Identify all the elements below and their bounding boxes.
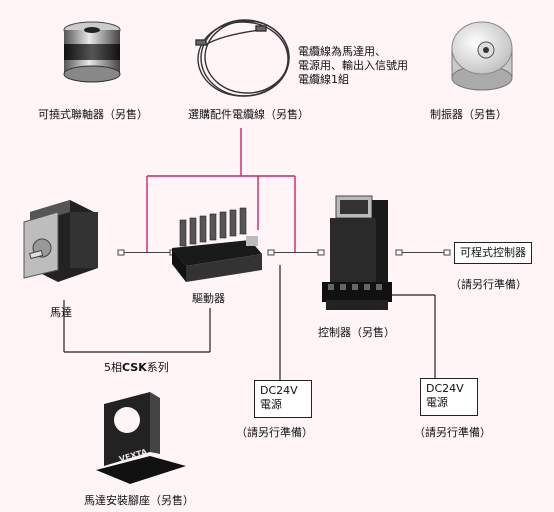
damper-label: 制振器（另售） <box>430 108 507 121</box>
cable-image <box>195 19 290 97</box>
cable-label: 選購配件電纜線（另售） <box>188 108 309 121</box>
plc-box: 可程式控制器 <box>454 242 532 264</box>
cable-connector-driver <box>267 249 325 256</box>
series-label: 5相CSK系列 <box>104 359 169 375</box>
psu1-box: DC24V 電源 <box>254 380 312 418</box>
wiring-lines <box>63 265 436 380</box>
motor-label: 馬達 <box>50 306 72 319</box>
psu2-box: DC24V 電源 <box>420 378 478 416</box>
controller-image <box>322 195 392 310</box>
plc-label: 可程式控制器 <box>460 246 526 259</box>
bracket-label: 馬達安裝腳座（另售） <box>84 494 194 507</box>
psu2-line1: DC24V <box>426 382 464 395</box>
series-bold: CSK <box>122 361 147 374</box>
controller-label: 控制器（另售） <box>318 326 395 339</box>
psu1-line2: 電源 <box>260 398 282 411</box>
psu2-note: （請另行準備） <box>414 426 491 439</box>
coupling-label: 可撓式聯軸器（另售） <box>38 108 148 121</box>
series-prefix: 5相 <box>104 361 122 374</box>
psu1-line1: DC24V <box>260 384 298 397</box>
driver-label: 驅動器 <box>192 292 225 305</box>
connection-lines <box>146 128 296 252</box>
motor-image <box>23 200 98 282</box>
psu1-note: （請另行準備） <box>236 426 313 439</box>
plc-note: （請另行準備） <box>450 278 527 291</box>
cable-connector-plc <box>395 249 451 256</box>
bracket-image: VEXTA <box>96 392 186 484</box>
cable-description: 電纜線為馬達用、 電源用、輸出入信號用 電纜線1組 <box>298 45 408 86</box>
coupling-image <box>63 21 121 83</box>
psu2-line2: 電源 <box>426 396 448 409</box>
series-suffix: 系列 <box>146 361 169 374</box>
damper-image <box>451 21 513 91</box>
driver-image <box>172 207 262 282</box>
